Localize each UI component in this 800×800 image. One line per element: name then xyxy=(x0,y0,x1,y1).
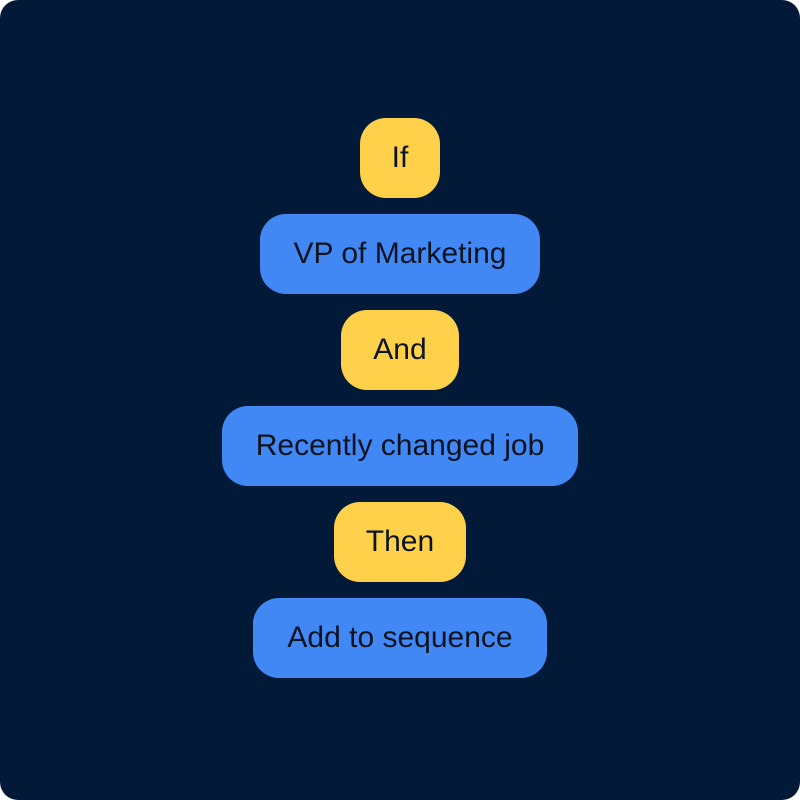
workflow-rule: If VP of Marketing And Recently changed … xyxy=(0,118,800,678)
keyword-and-label: And xyxy=(373,333,427,366)
keyword-if-label: If xyxy=(391,141,409,174)
action-add-to-sequence-label: Add to sequence xyxy=(287,621,513,654)
keyword-and: And xyxy=(341,310,459,390)
condition-vp-of-marketing-label: VP of Marketing xyxy=(293,237,507,270)
condition-vp-of-marketing: VP of Marketing xyxy=(259,214,541,294)
action-add-to-sequence: Add to sequence xyxy=(253,598,547,678)
keyword-then: Then xyxy=(333,502,467,582)
keyword-if: If xyxy=(359,118,441,198)
condition-recently-changed-job: Recently changed job xyxy=(221,406,579,486)
condition-recently-changed-job-label: Recently changed job xyxy=(255,429,545,462)
keyword-then-label: Then xyxy=(365,525,435,558)
